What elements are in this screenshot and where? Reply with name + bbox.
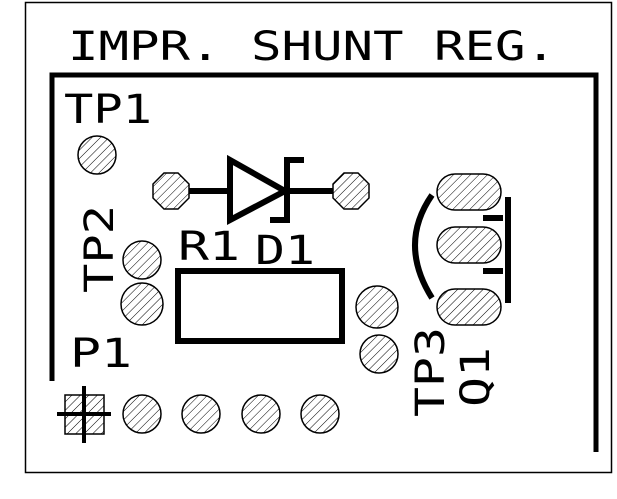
p1-label: P1: [70, 331, 132, 377]
q1-pad-2: [436, 226, 502, 264]
r1-body: [175, 268, 345, 344]
d1-label: D1: [255, 228, 315, 274]
d1-pad-right: [332, 172, 370, 210]
p1-pad-3: [181, 394, 221, 434]
tp1-pad: [77, 135, 117, 175]
d1-pad-left: [152, 172, 190, 210]
q1-outline: [412, 193, 511, 303]
page-frame: [24, 1, 613, 474]
tp2-label: TP2: [77, 205, 123, 293]
r1-pad-right: [355, 285, 399, 329]
board-outline: [49, 72, 599, 452]
tp3-pad: [359, 334, 399, 374]
p1-pad-4: [241, 394, 281, 434]
tp2-pad: [122, 240, 162, 280]
tp3-label: TP3: [408, 327, 454, 417]
p1-pad-5: [300, 394, 340, 434]
p1-connector: [57, 386, 340, 443]
zener-diode-icon: [189, 154, 333, 225]
q1-label: Q1: [453, 347, 499, 407]
tp1-label: TP1: [64, 87, 152, 133]
p1-pad-2: [122, 394, 162, 434]
r1-label: R1: [178, 224, 240, 270]
board-title: IMPR. SHUNT REG.: [68, 24, 556, 70]
r1-pad-left: [120, 282, 164, 326]
q1-pad-1: [436, 173, 502, 211]
q1-pad-3: [436, 288, 502, 326]
